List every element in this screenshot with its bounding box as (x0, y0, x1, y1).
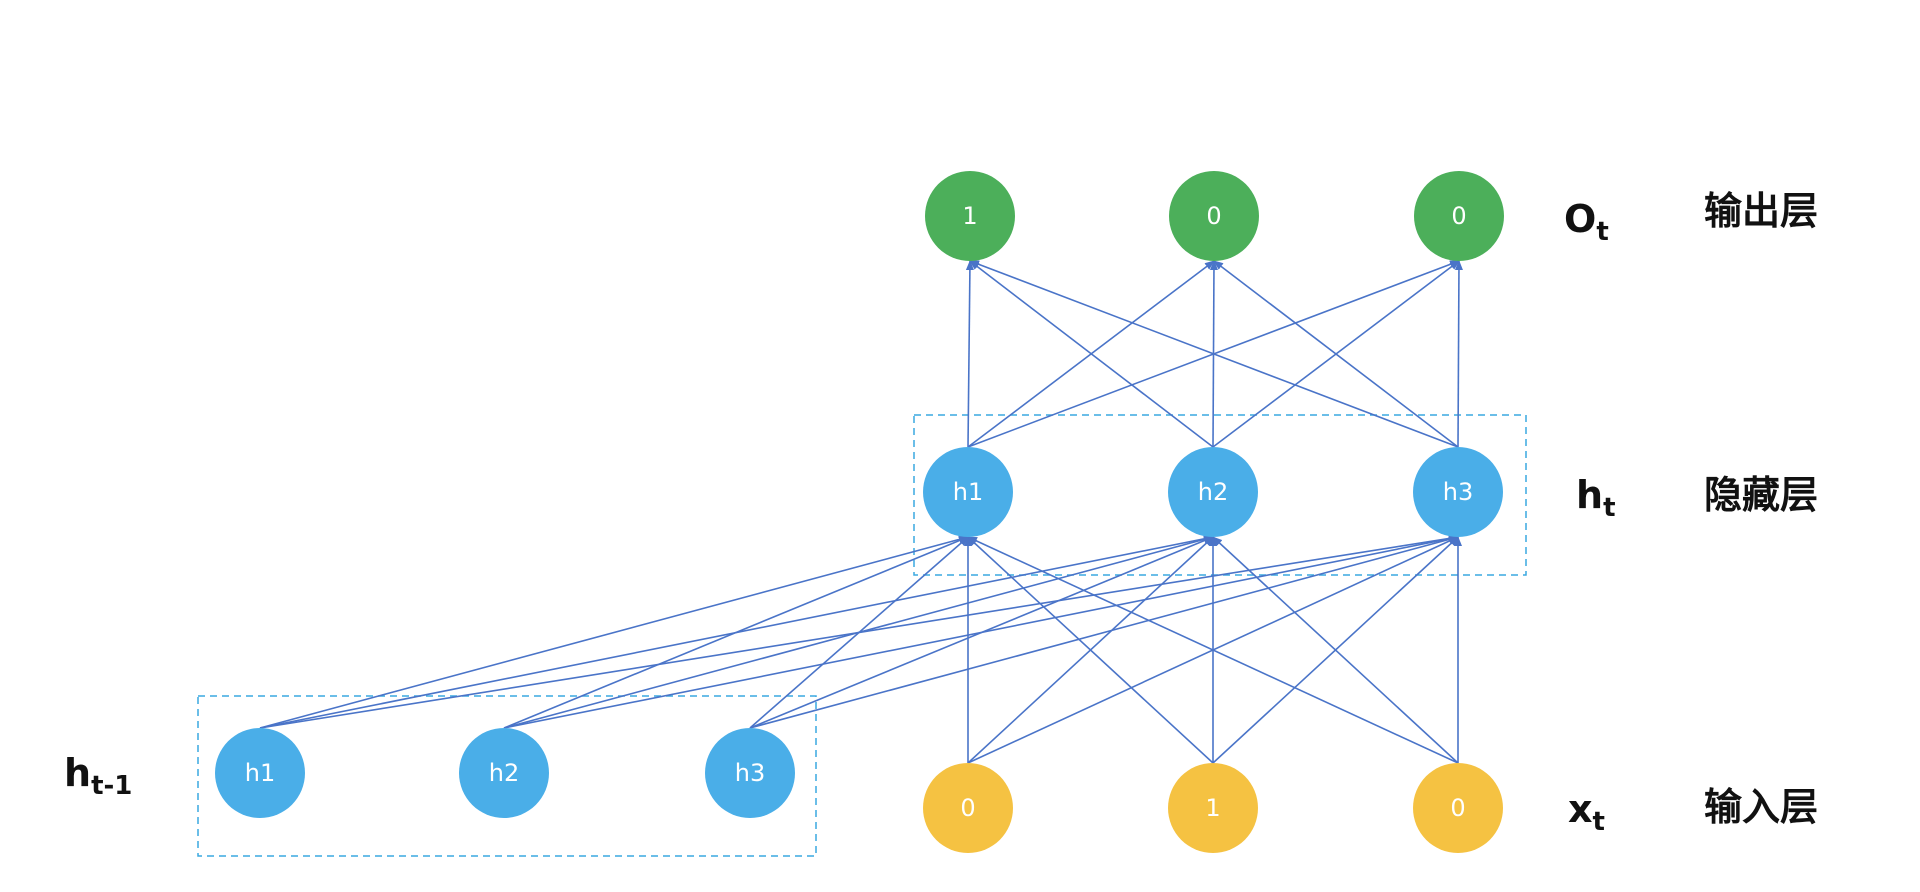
output-node-1: 1 (925, 171, 1015, 261)
edge-hidden-1-to-output-1 (965, 260, 974, 448)
edge-prev-hidden-2-to-hidden-1 (503, 536, 969, 729)
hidden-var-label: ht (1576, 473, 1616, 523)
output-node-3: 0 (1414, 171, 1504, 261)
hidden-layer-group-box (913, 414, 1527, 576)
prev-hidden-node-1: h1 (215, 728, 305, 818)
edge-prev-hidden-3-to-hidden-2 (749, 536, 1214, 729)
output-node-label: 1 (962, 202, 977, 230)
input-var-symbol: x (1568, 787, 1593, 831)
input-node-3: 0 (1413, 763, 1503, 853)
hidden-var-symbol: h (1576, 473, 1603, 517)
output-node-circle (925, 171, 1015, 261)
hidden-node-label: h2 (1198, 478, 1228, 506)
input-var-subscript: t (1593, 807, 1605, 837)
hidden-node-2: h2 (1168, 447, 1258, 537)
prev-hidden-var-label: ht-1 (64, 751, 132, 801)
prev-hidden-node-circle (215, 728, 305, 818)
input-node-circle (923, 763, 1013, 853)
hidden-node-3: h3 (1413, 447, 1503, 537)
prev-hidden-node-label: h2 (489, 759, 519, 787)
input-layer-title: 输入层 (1704, 785, 1818, 829)
prev-hidden-node-circle (705, 728, 795, 818)
input-node-label: 0 (960, 794, 975, 822)
hidden-layer-title: 隐藏层 (1704, 473, 1818, 517)
output-node-2: 0 (1169, 171, 1259, 261)
hidden-node-label: h1 (953, 478, 983, 506)
input-node-label: 1 (1205, 794, 1220, 822)
output-node-circle (1414, 171, 1504, 261)
hidden-node-circle (1168, 447, 1258, 537)
prev-hidden-var-subscript: t-1 (91, 771, 132, 801)
prev-hidden-node-label: h1 (245, 759, 275, 787)
edge-hidden-3-to-output-2 (1213, 260, 1459, 448)
connections (259, 260, 1463, 764)
edge-input-3-to-hidden-1 (967, 536, 1459, 764)
edge-hidden-3-to-output-1 (969, 260, 1459, 448)
prev-hidden-node-label: h3 (735, 759, 765, 787)
input-node-label: 0 (1450, 794, 1465, 822)
prev-hidden-node-circle (459, 728, 549, 818)
hidden-var-subscript: t (1603, 493, 1615, 523)
edge-prev-hidden-3-to-hidden-1 (749, 536, 969, 729)
output-var-subscript: t (1596, 217, 1608, 247)
hidden-node-1: h1 (923, 447, 1013, 537)
prev-hidden-layer-group-box (197, 695, 817, 857)
output-layer-title: 输出层 (1704, 189, 1818, 233)
edge-hidden-2-to-output-1 (969, 260, 1214, 448)
output-node-label: 0 (1206, 202, 1221, 230)
hidden-node-circle (1413, 447, 1503, 537)
input-node-circle (1413, 763, 1503, 853)
input-node-1: 0 (923, 763, 1013, 853)
hidden-node-label: h3 (1443, 478, 1473, 506)
prev-hidden-node-2: h2 (459, 728, 549, 818)
edge-prev-hidden-3-to-hidden-3 (749, 535, 1459, 729)
output-var-label: Ot (1564, 197, 1609, 247)
edge-hidden-3-to-output-3 (1454, 260, 1463, 448)
input-node-2: 1 (1168, 763, 1258, 853)
nodes: 1 0 0 h1 h2 h3 h1 h2 h3 0 1 0 (215, 171, 1504, 853)
edge-input-2-to-hidden-1 (967, 536, 1214, 764)
output-node-circle (1169, 171, 1259, 261)
prev-hidden-var-symbol: h (64, 751, 91, 795)
prev-hidden-node-3: h3 (705, 728, 795, 818)
input-node-circle (1168, 763, 1258, 853)
output-node-label: 0 (1451, 202, 1466, 230)
edge-input-3-to-hidden-2 (1212, 536, 1459, 764)
edge-prev-hidden-1-to-hidden-1 (259, 535, 969, 729)
output-var-symbol: O (1564, 197, 1596, 241)
hidden-node-circle (923, 447, 1013, 537)
input-var-label: xt (1568, 787, 1605, 837)
